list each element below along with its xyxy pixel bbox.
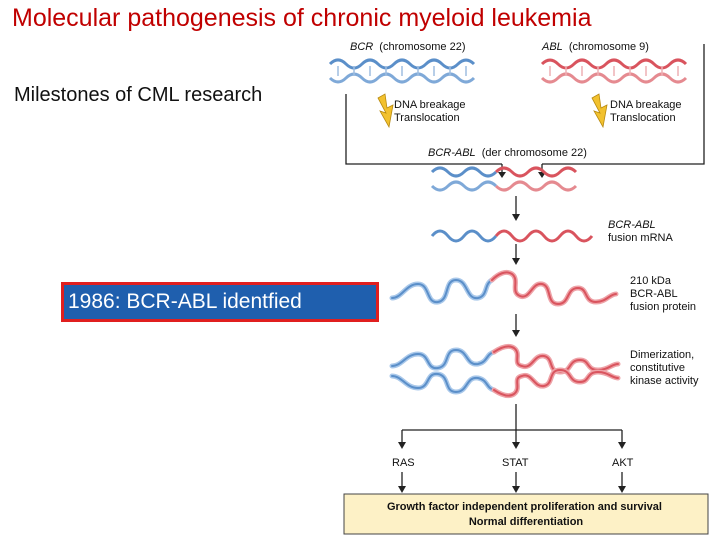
arrow-head-ras bbox=[398, 442, 406, 449]
abl-dna-helix bbox=[540, 58, 688, 84]
pathway-branch-lines bbox=[401, 404, 623, 444]
arrow-head-outcome-left bbox=[398, 486, 406, 493]
fusion-gene-label: BCR-ABL (der chromosome 22) bbox=[428, 147, 587, 159]
dimer-protein bbox=[389, 343, 621, 399]
milestone-box: 1986: BCR-ABL identfied bbox=[61, 282, 379, 322]
arrow-head-outcome-mid bbox=[512, 486, 520, 493]
arrow-head-dimer bbox=[512, 330, 520, 337]
cml-pathogenesis-diagram: BCR (chromosome 22) ABL (chromosome 9) bbox=[328, 41, 709, 535]
arrow-head-fusion-left bbox=[498, 172, 506, 178]
breakage-right-label: DNA breakage Translocation bbox=[610, 99, 685, 124]
arrow-head-mrna bbox=[512, 214, 520, 221]
arrow-head-outcome-right bbox=[618, 486, 626, 493]
pathway-stat: STAT bbox=[502, 457, 529, 469]
lightning-left-icon bbox=[377, 93, 394, 129]
arrow-head-protein bbox=[512, 258, 520, 265]
pathway-akt: AKT bbox=[612, 457, 634, 469]
slide-title: Molecular pathogenesis of chronic myeloi… bbox=[12, 4, 592, 32]
bcr-chromosome-label: BCR (chromosome 22) bbox=[350, 41, 466, 53]
pathway-down-lines bbox=[401, 472, 623, 488]
pathway-ras: RAS bbox=[392, 457, 415, 469]
fusion-dna-helix bbox=[430, 166, 578, 192]
abl-chromosome-label: ABL (chromosome 9) bbox=[541, 41, 649, 53]
fusion-protein bbox=[389, 269, 619, 307]
lightning-right-icon bbox=[591, 93, 608, 129]
protein-label: 210 kDa BCR-ABL fusion protein bbox=[630, 275, 696, 313]
outcome-text: Growth factor independent proliferation … bbox=[387, 501, 665, 528]
fusion-mrna-strand bbox=[430, 229, 594, 243]
outcome-box bbox=[343, 493, 709, 535]
arrow-head-stat bbox=[512, 442, 520, 449]
breakage-left-label: DNA breakage Translocation bbox=[394, 99, 469, 124]
dimer-label: Dimerization, constitutive kinase activi… bbox=[630, 349, 699, 387]
bcr-dna-helix bbox=[328, 58, 476, 84]
slide-subtitle: Milestones of CML research bbox=[14, 84, 263, 106]
mrna-label: BCR-ABL fusion mRNA bbox=[608, 219, 673, 244]
arrow-head-akt bbox=[618, 442, 626, 449]
